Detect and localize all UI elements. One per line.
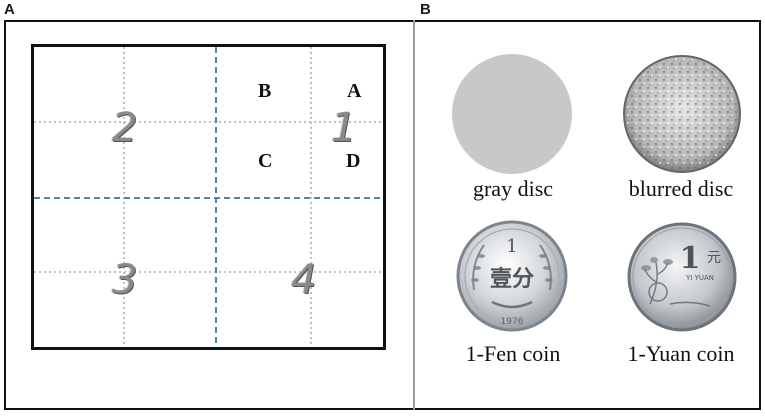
subregion-b-label: B [258, 80, 272, 102]
one-yuan-coin: 1 元 YI YUAN [627, 222, 737, 332]
fen-coin-caption: 1-Fen coin [465, 341, 561, 366]
arena-grid: 1 2 3 4 A B C D [31, 44, 386, 350]
quadrant-4-label: 4 [291, 257, 317, 303]
fen-coin-numeral: 1 [506, 236, 517, 257]
yuan-coin-hanzi: 元 [707, 250, 721, 266]
blurred-disc [623, 55, 741, 173]
gray-disc-caption: gray disc [472, 176, 554, 201]
subregion-d-label: D [346, 150, 361, 172]
fen-coin-year: 1976 [501, 317, 524, 327]
yuan-coin-pinyin: YI YUAN [685, 274, 714, 282]
subregion-a-label: A [347, 80, 362, 102]
subregion-c-label: C [258, 150, 273, 172]
panel-a-label: A [4, 1, 15, 18]
panel-b-label: B [420, 1, 431, 18]
yuan-coin-numeral: 1 [680, 241, 701, 276]
quadrant-1-label: 1 [331, 105, 357, 151]
yuan-coin-caption: 1-Yuan coin [627, 341, 735, 366]
panel-a-frame [4, 20, 414, 410]
blurred-disc-caption: blurred disc [628, 176, 734, 201]
quadrant-3-label: 3 [112, 257, 138, 303]
gray-disc [452, 54, 572, 174]
quadrant-2-label: 2 [112, 105, 138, 151]
arena-gridlines [34, 47, 383, 347]
one-fen-coin: 1 壹分 1976 [456, 220, 568, 332]
fen-coin-hanzi: 壹分 [490, 267, 534, 292]
panel-b-frame [414, 20, 761, 410]
panel-divider [413, 20, 415, 410]
